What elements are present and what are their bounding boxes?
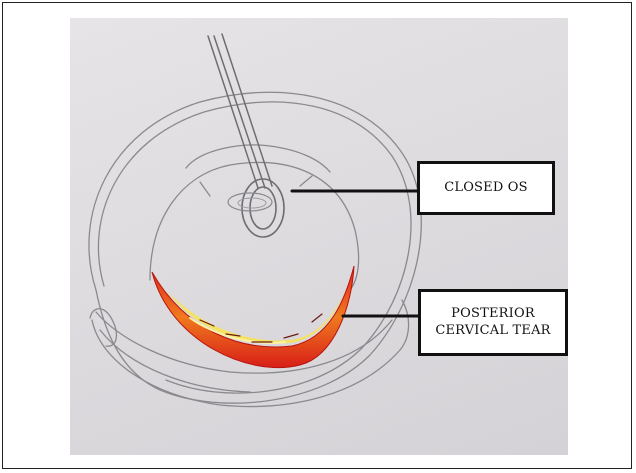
forceps-shaft-left (208, 36, 258, 188)
side-tick-2 (300, 176, 312, 186)
closed-os-text: CLOSED OS (444, 180, 528, 196)
forceps-shaft-mid (214, 36, 265, 188)
tear-crescent (152, 266, 354, 368)
tear-mark (312, 314, 322, 322)
posterior-tear (152, 266, 354, 368)
tear-text-line2: CERVICAL TEAR (435, 323, 550, 338)
tear-mark (284, 334, 298, 338)
closed-os-label: CLOSED OS (417, 161, 555, 215)
posterior-tear-label: POSTERIOR CERVICAL TEAR (418, 289, 568, 356)
tear-text-line1: POSTERIOR (451, 306, 535, 321)
side-tick (200, 182, 210, 196)
